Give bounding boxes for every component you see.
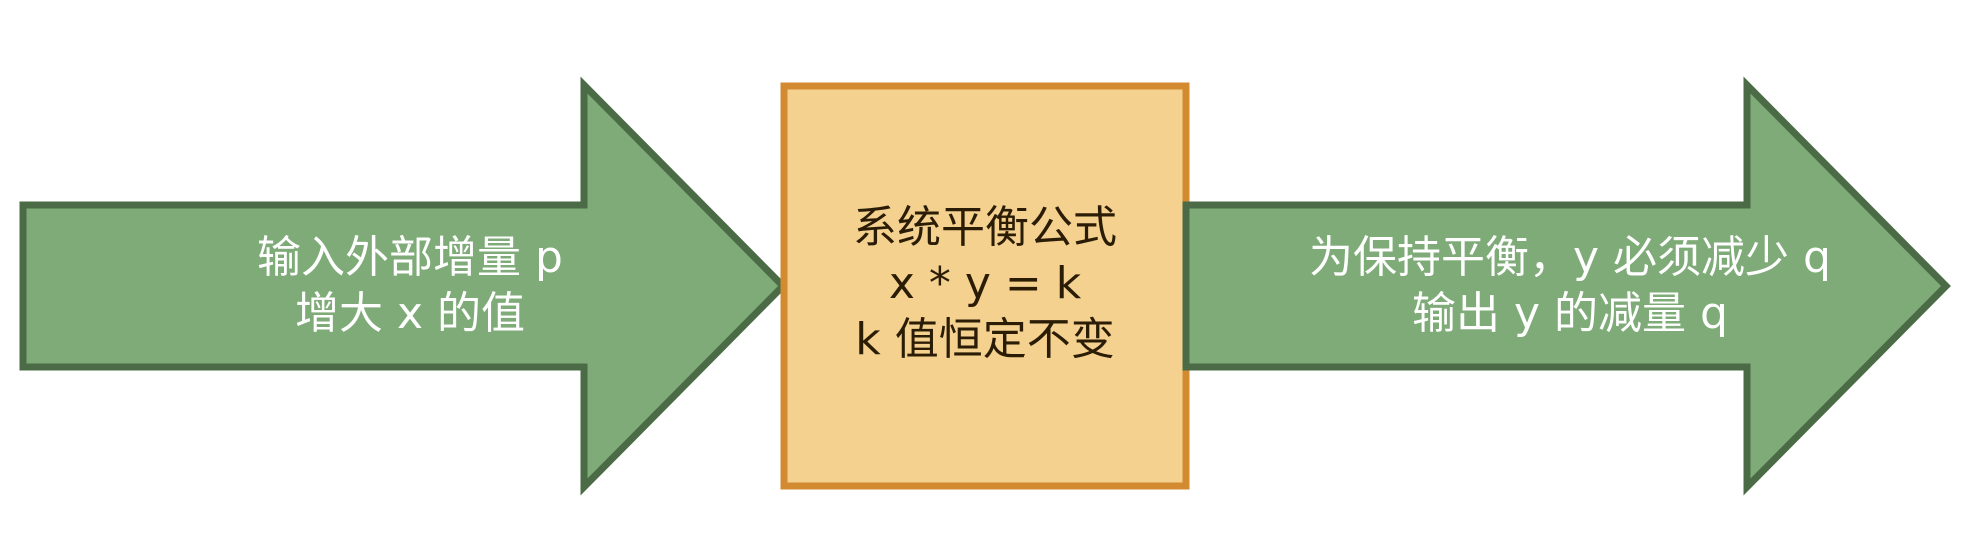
output-arrow-shape xyxy=(1182,76,1951,496)
system-box-line2: x * y = k xyxy=(888,258,1082,309)
output-arrow-line1: 为保持平衡，y 必须减少 q xyxy=(1309,232,1831,283)
system-box-label: 系统平衡公式 x * y = k k 值恒定不变 xyxy=(784,200,1186,368)
system-box-line1: 系统平衡公式 xyxy=(853,202,1117,253)
input-arrow-line2: 增大 x 的值 xyxy=(294,288,525,339)
system-box-line3: k 值恒定不变 xyxy=(855,314,1115,365)
input-arrow-label: 输入外部增量 p 增大 x 的值 xyxy=(230,230,590,342)
output-arrow-line2: 输出 y 的减量 q xyxy=(1412,288,1728,339)
input-arrow-shape xyxy=(19,76,788,496)
input-arrow-line1: 输入外部增量 p xyxy=(257,232,563,283)
output-arrow-label: 为保持平衡，y 必须减少 q 输出 y 的减量 q xyxy=(1270,230,1870,342)
system-box-shape xyxy=(780,82,1190,490)
